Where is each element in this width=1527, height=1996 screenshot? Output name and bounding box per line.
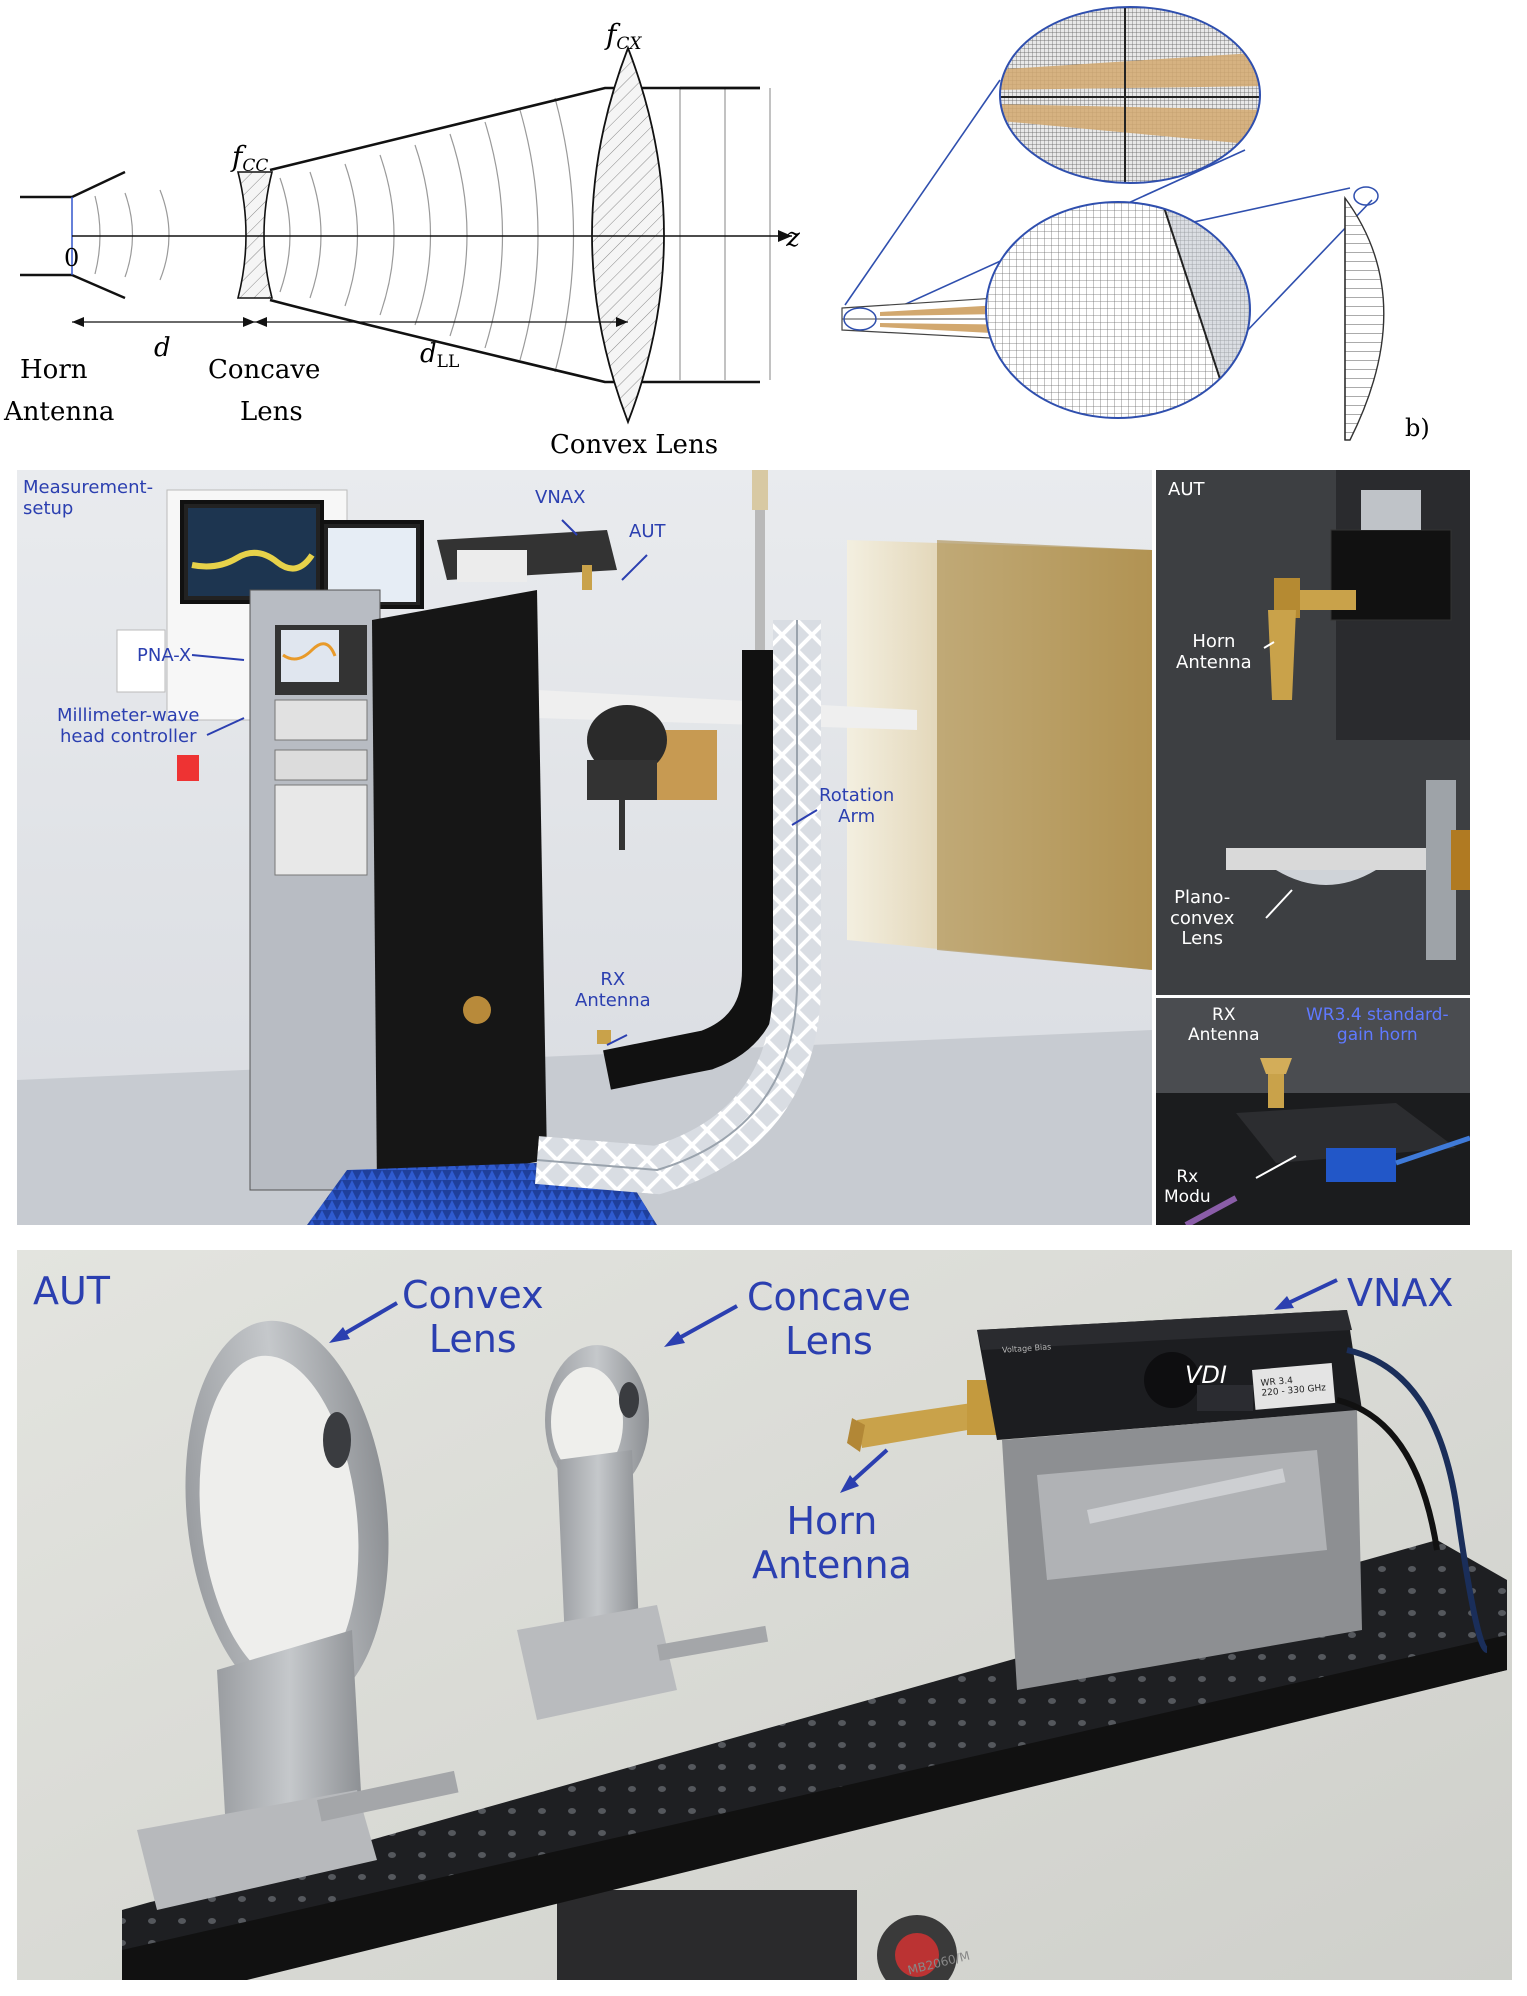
z-axis-label: z — [785, 223, 800, 253]
bench-illustration — [17, 1250, 1512, 1980]
beam-diagram-a: fCC fCX 0 z d dLL Horn Antenna Concave L… — [3, 18, 800, 460]
svg-text:fCX: fCX — [604, 18, 642, 54]
panel-b-label: b) — [1405, 414, 1430, 442]
antenna-label: Antenna — [3, 397, 114, 427]
concave-lens-label-bench: Concave Lens — [747, 1275, 911, 1363]
horn-antenna-label-bench: Horn Antenna — [752, 1499, 912, 1587]
plano-convex-lens-label: Plano- convex Lens — [1170, 887, 1235, 950]
pna-x-label: PNA-X — [137, 645, 192, 666]
rx-module-label: Rx Modu — [1164, 1167, 1211, 1207]
wr34-horn-label: WR3.4 standard- gain horn — [1306, 1005, 1449, 1045]
measurement-setup-label: Measurement- setup — [23, 477, 154, 519]
vnax-label-bench: VNAX — [1347, 1271, 1454, 1315]
dll-label: d — [420, 339, 437, 369]
rx-antenna-label-detail: RX Antenna — [1188, 1005, 1260, 1045]
aut-detail-illustration — [1156, 470, 1470, 995]
origin-label: 0 — [64, 244, 79, 272]
rx-detail-photo: RX Antenna WR3.4 standard- gain horn Rx … — [1156, 998, 1470, 1225]
aut-label-setup: AUT — [629, 521, 666, 542]
aut-label-detail: AUT — [1168, 479, 1205, 500]
convex-lens-label: Convex Lens — [550, 430, 718, 460]
setup-illustration — [17, 470, 1152, 1225]
vdi-logo: VDI — [1185, 1361, 1227, 1389]
aut-detail-photo: AUT Horn Antenna Plano- convex Lens — [1156, 470, 1470, 995]
d-label: d — [154, 333, 171, 363]
rotation-arm-label: Rotation Arm — [819, 785, 895, 827]
bench-setup-photo: AUT Convex Lens Concave Lens VNAX Horn A… — [17, 1250, 1512, 1980]
mesh-diagram-b: b) — [841, 6, 1430, 442]
measurement-setup-photo: Measurement- setup VNAX AUT PNA-X Millim… — [17, 470, 1152, 1225]
svg-text:dLL: dLL — [420, 339, 459, 372]
aut-label-bench: AUT — [33, 1269, 111, 1313]
horn-label: Horn — [20, 355, 88, 385]
horn-antenna-label-detail: Horn Antenna — [1176, 631, 1252, 673]
rx-detail-illustration — [1156, 998, 1470, 1225]
concave-label: Concave — [208, 355, 320, 385]
svg-text:fCC: fCC — [230, 140, 268, 176]
mmw-controller-label: Millimeter-wave head controller — [57, 705, 200, 747]
convex-lens-label-bench: Convex Lens — [402, 1273, 544, 1361]
rx-antenna-label-setup: RX Antenna — [575, 969, 651, 1011]
vnax-label-setup: VNAX — [535, 487, 586, 508]
lens-label: Lens — [240, 397, 303, 427]
